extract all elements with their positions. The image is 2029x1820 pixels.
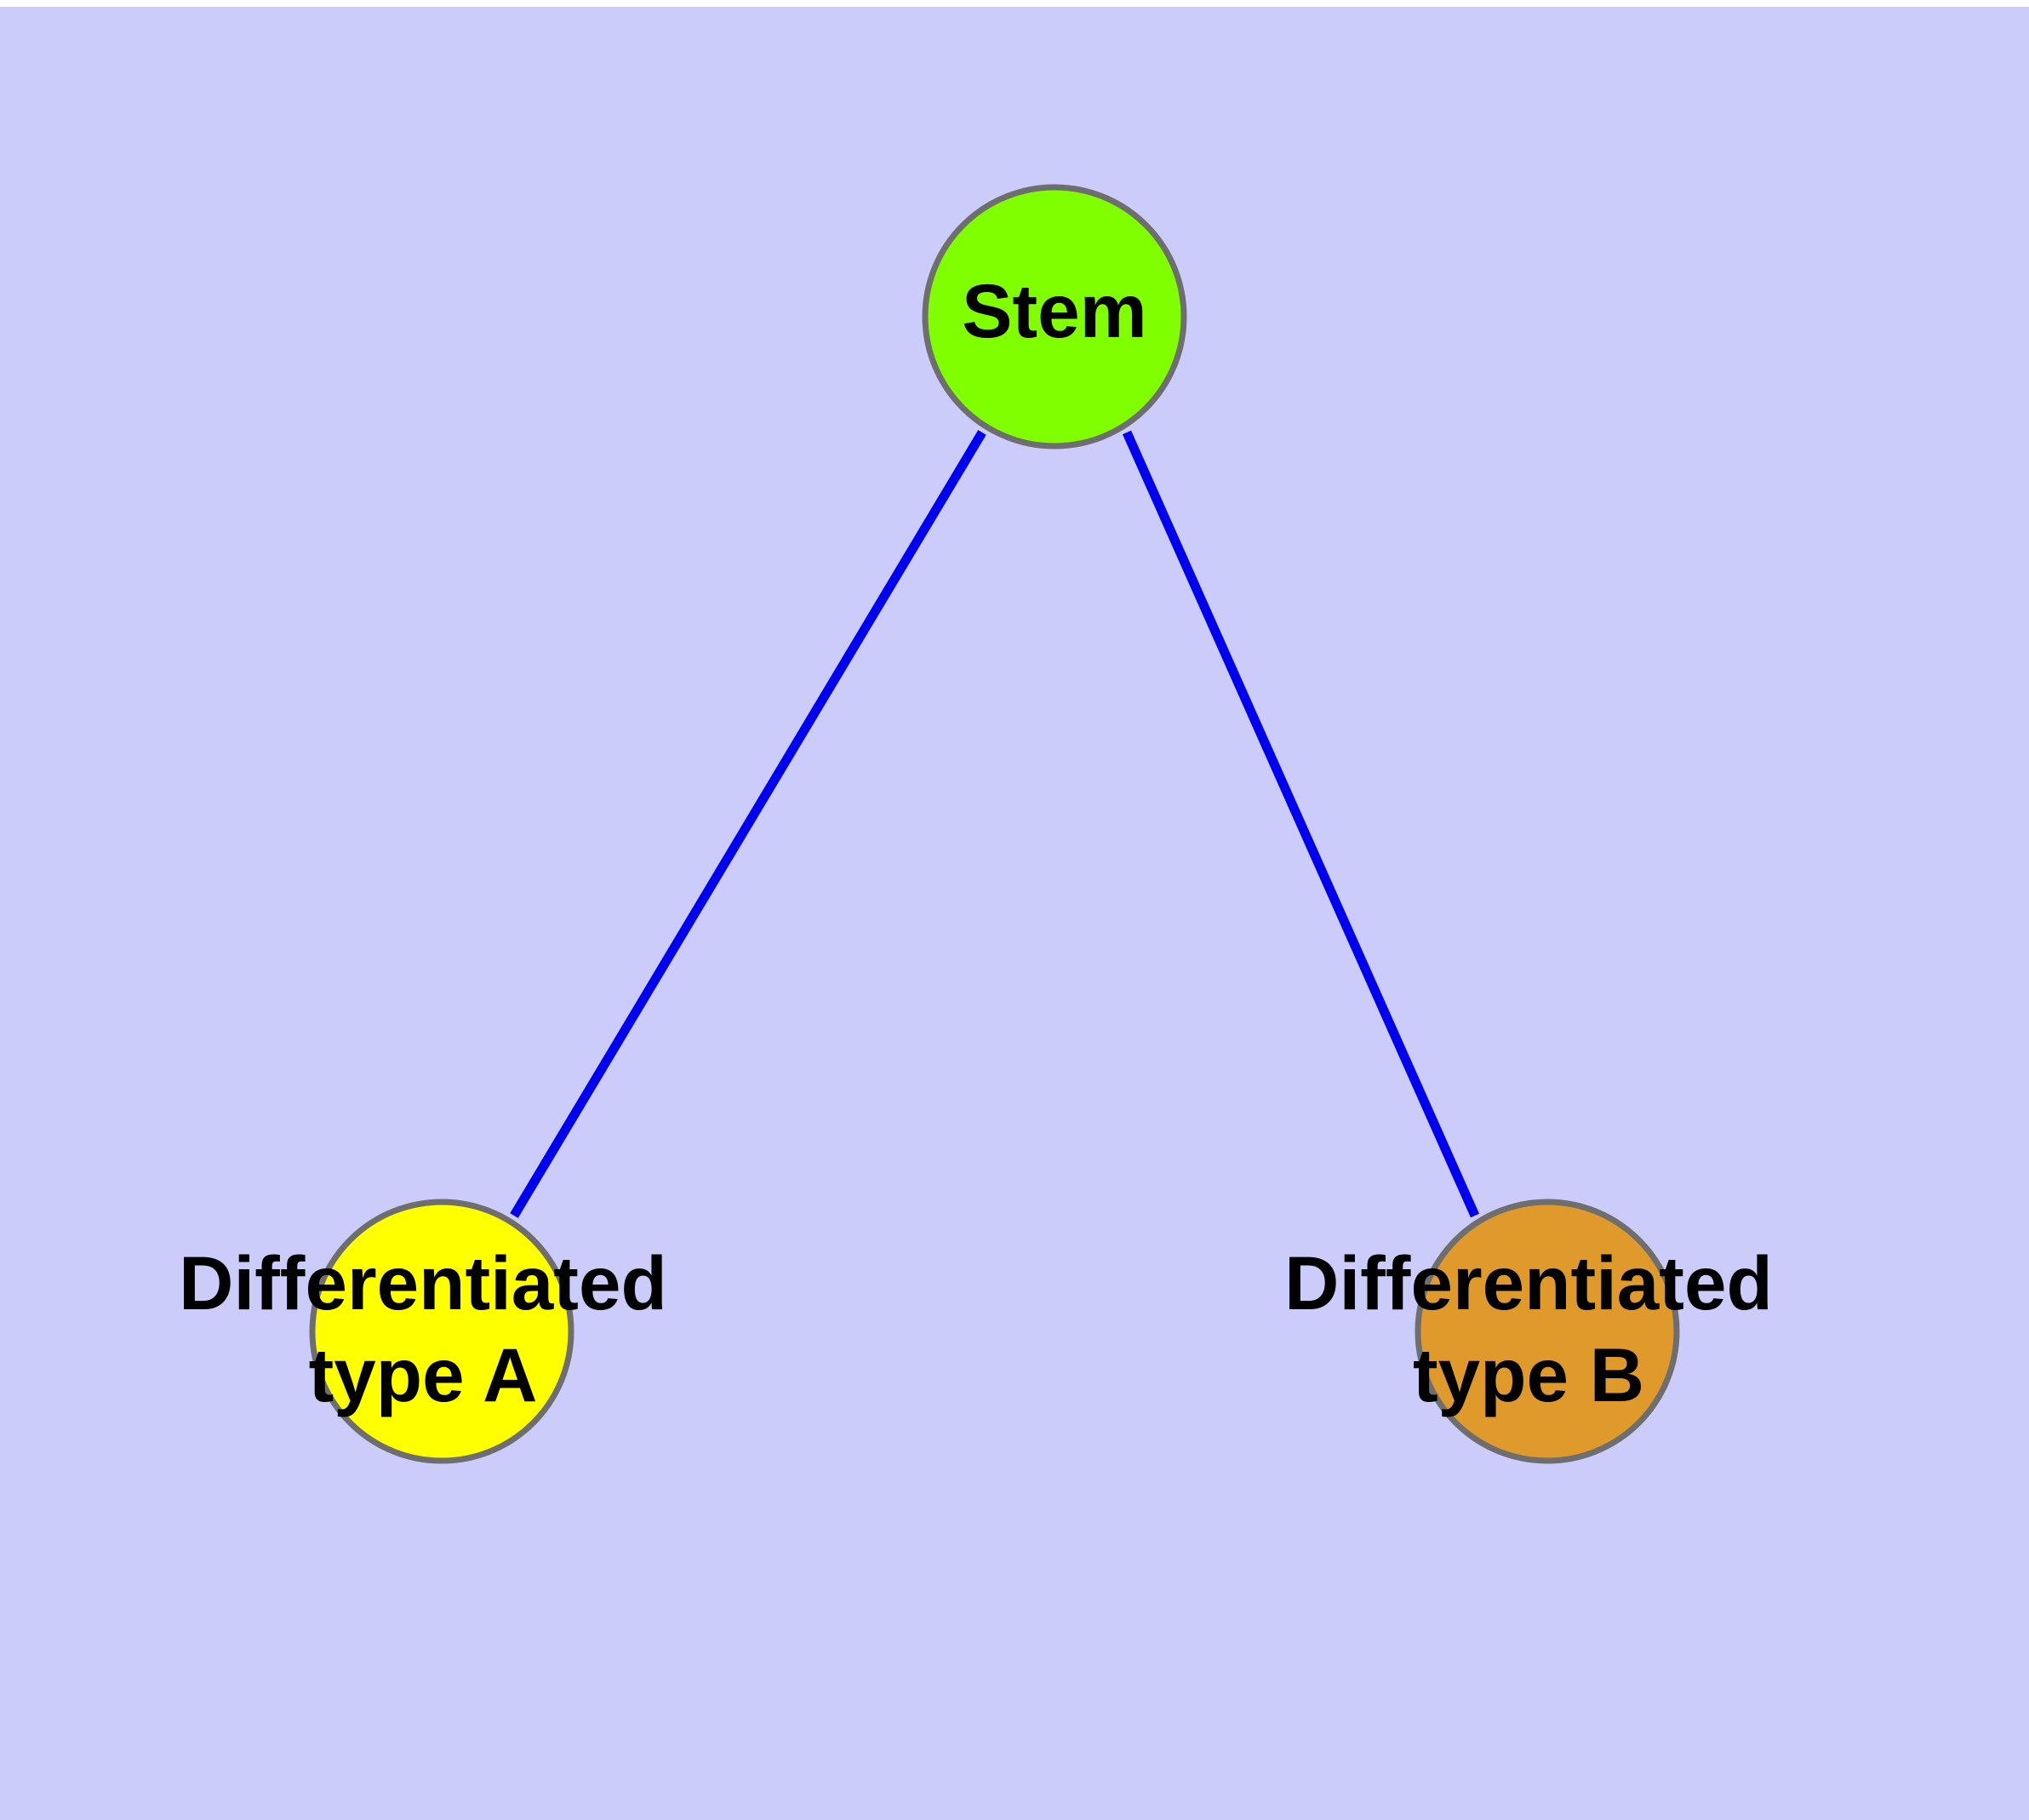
node-circle-stem[interactable] (922, 184, 1187, 449)
node-label-line: Stem (962, 268, 1147, 353)
graph-edge-stem-to-diff-b[interactable] (1122, 430, 1480, 1218)
node-label-line: type B (1413, 1332, 1644, 1417)
graph-edge-stem-to-diff-a[interactable] (510, 430, 986, 1218)
node-circle-diff-b[interactable] (1415, 1199, 1680, 1464)
node-label-line: type A (309, 1332, 538, 1417)
node-circle-diff-a[interactable] (309, 1199, 574, 1464)
node-label-stem: Stem (962, 268, 1147, 353)
node-label-line: Differentiated (1284, 1240, 1773, 1325)
edges-layer (510, 430, 1480, 1218)
graph-node-stem[interactable]: Stem (922, 184, 1187, 449)
node-label-line: Differentiated (179, 1240, 667, 1325)
